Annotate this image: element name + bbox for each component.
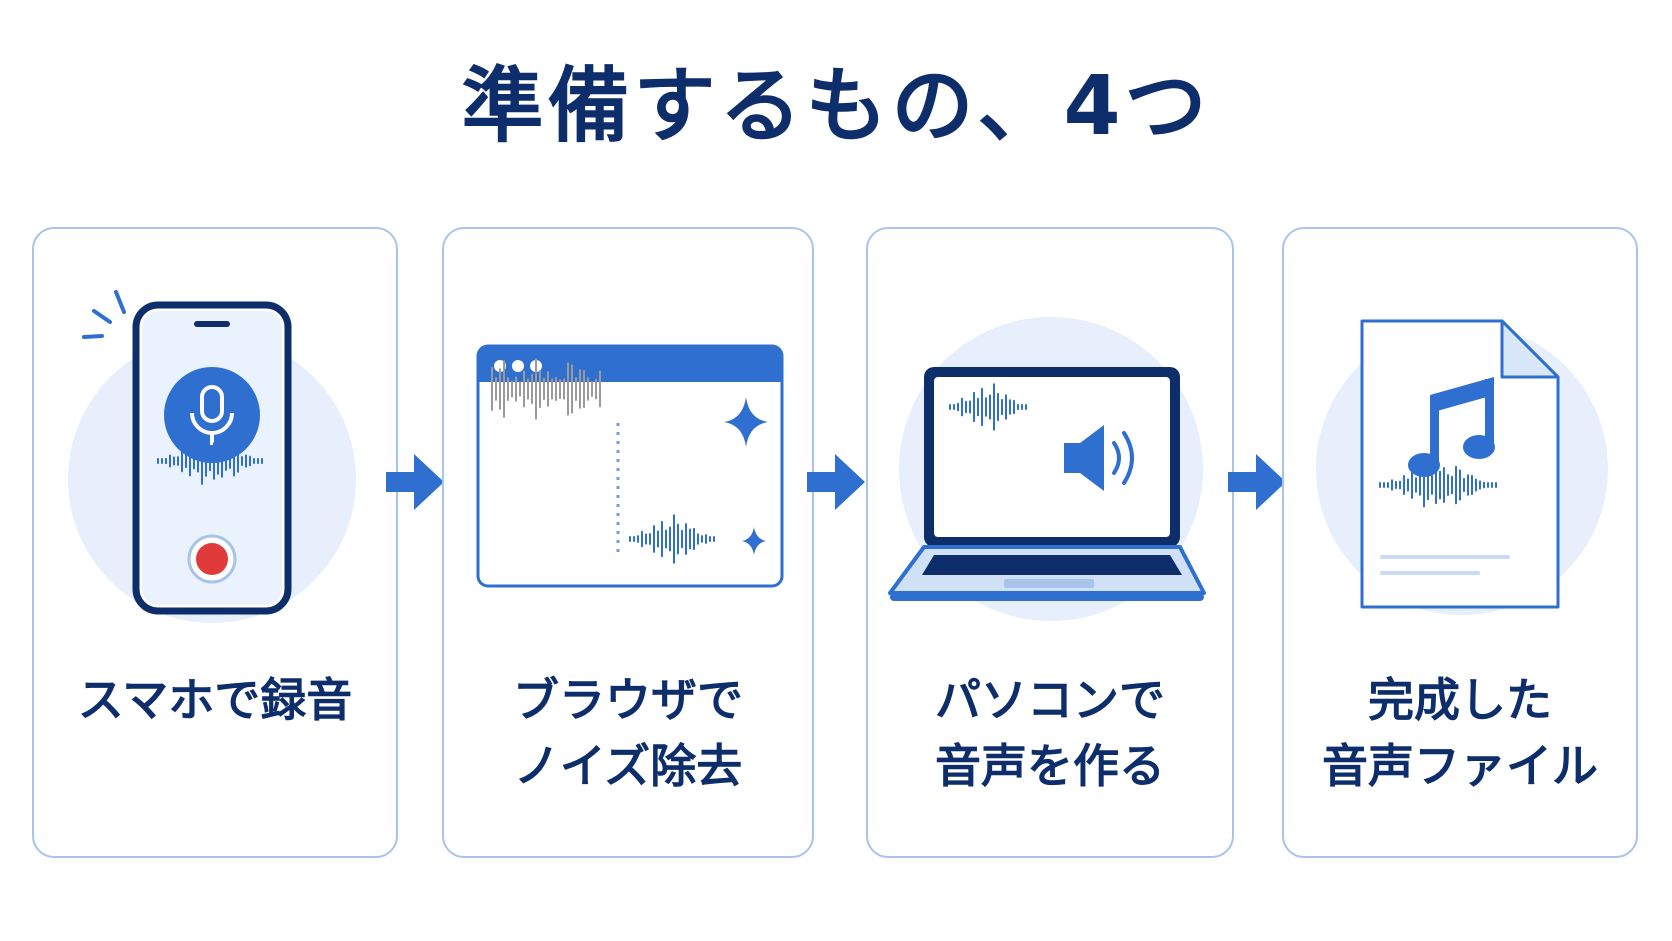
step-card-browser: ブラウザで ノイズ除去 xyxy=(442,227,814,858)
step-2-line-1: ブラウザで xyxy=(513,673,743,727)
smartphone-recording-icon xyxy=(68,290,356,623)
step-4-line-1: 完成した xyxy=(1368,673,1552,727)
step-4-line-2: 音声ファイル xyxy=(1322,739,1598,793)
step-label-3: パソコンで 音声を作る xyxy=(868,667,1232,799)
step-3-line-1: パソコンで xyxy=(935,673,1165,727)
right-arrow-icon xyxy=(1228,454,1286,510)
laptop-speaker-icon xyxy=(888,317,1206,621)
right-arrow-icon xyxy=(807,454,865,510)
audio-file-icon xyxy=(1316,319,1608,615)
step-card-smartphone: スマホで録音 xyxy=(32,227,398,858)
step-3-line-2: 音声を作る xyxy=(935,739,1165,793)
step-label-2: ブラウザで ノイズ除去 xyxy=(444,667,812,799)
step-card-audio-file: 完成した 音声ファイル xyxy=(1282,227,1638,858)
page-title: 準備するもの、4つ xyxy=(461,59,1211,154)
music-note-icon xyxy=(1408,377,1495,477)
step-card-laptop: パソコンで 音声を作る xyxy=(866,227,1234,858)
step-label-1: スマホで録音 xyxy=(34,667,396,733)
step-label-4: 完成した 音声ファイル xyxy=(1284,667,1636,799)
step-1-line-1: スマホで録音 xyxy=(77,673,353,727)
right-arrow-icon xyxy=(386,454,444,510)
browser-noise-removal-icon xyxy=(476,344,784,588)
step-2-line-2: ノイズ除去 xyxy=(513,739,743,793)
